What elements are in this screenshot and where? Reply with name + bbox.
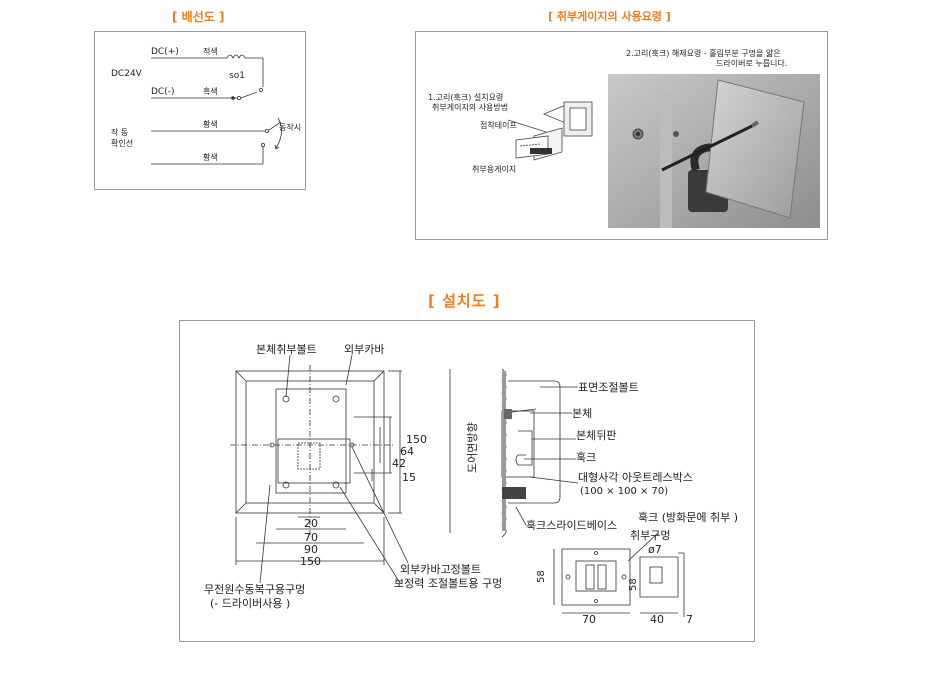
step2-line1: 2.고리(훅크) 해제요령 - 홀림부분 구멍을 얇은 — [626, 48, 781, 58]
yellow-wire-label-1: 황색 — [203, 119, 218, 129]
dim-64: 64 — [400, 445, 414, 458]
dim-42: 42 — [392, 457, 406, 470]
dim-15: 15 — [402, 471, 416, 484]
dim-70: 70 — [304, 531, 318, 544]
outlet-box-label-1: 대형사각 아웃트레스박스 — [578, 471, 693, 484]
wiring-diagram-panel: DC(+) 적색 so1 DC24V DC(-) 흑색 황색 작 동 확인선 동… — [94, 31, 306, 190]
release-photo — [608, 74, 820, 228]
usage-panel: 1.고리(훅크) 설치요령 취부게이지의 사용방법 접착테이프 취부용게이지 2… — [415, 31, 828, 240]
back-plate-label: 본체뒤판 — [576, 429, 616, 442]
installation-drawing: 본체취부볼트 외부카바 150 64 42 15 20 70 90 150 무전… — [204, 343, 738, 626]
adhesive-tape-graphic — [530, 148, 552, 154]
dim-150-vertical: 150 — [406, 433, 427, 446]
wiring-diagram: DC(+) 적색 so1 DC24V DC(-) 흑색 황색 작 동 확인선 동… — [111, 46, 301, 165]
check-line-label-2: 확인선 — [111, 138, 133, 148]
so1-label: so1 — [229, 71, 245, 81]
yellow-wire-label-2: 황색 — [203, 152, 218, 162]
install-heading: [ 설치도 ] — [428, 292, 501, 310]
usage-heading: [ 취부게이지의 사용요령 ] — [548, 10, 671, 23]
step2-line2: 드라이버로 누릅니다. — [716, 58, 787, 68]
install-panel: 본체취부볼트 외부카바 150 64 42 15 20 70 90 150 무전… — [179, 320, 755, 642]
mount-hole-label: 취부구멍 — [630, 529, 670, 542]
dc-minus-label: DC(-) — [151, 87, 174, 97]
driver-use-label: (- 드라이버사용 ) — [210, 597, 290, 610]
tape-label: 접착테이프 — [480, 120, 517, 130]
cover-fix-bolt-label: 외부카바고정볼트 — [400, 563, 481, 576]
dim-90: 90 — [304, 543, 318, 556]
dc-plus-label: DC(+) — [151, 47, 179, 57]
door-direction-label: 도어면방향 — [466, 422, 479, 473]
dim-7: 7 — [686, 613, 693, 626]
dim-40: 40 — [650, 613, 664, 626]
dim-58-right: 58 — [628, 578, 639, 591]
hook-slide-base-label: 훅크스라이드베이스 — [526, 518, 617, 532]
adjust-bolt-hole-label: 보정력 조절볼트용 구멍 — [394, 577, 502, 590]
phi7-label: ø7 — [648, 543, 662, 556]
hook-label: 훅크 — [576, 450, 596, 464]
outlet-box-label-2: (100 × 100 × 70) — [580, 486, 668, 497]
gauge-label: 취부용게이지 — [472, 164, 516, 174]
check-line-label-1: 작 동 — [111, 127, 128, 137]
surface-bolt-label: 표면조절볼트 — [578, 381, 639, 394]
dim-58-left: 58 — [536, 570, 547, 583]
gauge-usage-diagram: 1.고리(훅크) 설치요령 취부게이지의 사용방법 접착테이프 취부용게이지 2… — [428, 48, 787, 174]
dim-70-hook: 70 — [582, 613, 596, 626]
black-wire-label: 흑색 — [203, 86, 218, 96]
body-bolt-label: 본체취부볼트 — [256, 343, 317, 356]
on-operation-label: 동작시 — [279, 122, 301, 132]
outer-cover-label: 외부카바 — [344, 343, 384, 356]
dc24v-label: DC24V — [111, 69, 143, 79]
wiring-heading: [ 배선도 ] — [172, 10, 225, 24]
red-wire-label: 적색 — [203, 46, 218, 56]
dim-150-horizontal: 150 — [300, 555, 321, 568]
hook-door-label: 훅크 (방화문에 취부 ) — [638, 510, 738, 524]
step1-line2: 취부게이지의 사용방법 — [432, 102, 508, 112]
manual-reset-hole-label: 무전원수동복구용구멍 — [204, 583, 305, 596]
step1-line1: 1.고리(훅크) 설치요령 — [428, 92, 503, 102]
dim-20: 20 — [304, 517, 318, 530]
body-label: 본체 — [572, 407, 592, 420]
